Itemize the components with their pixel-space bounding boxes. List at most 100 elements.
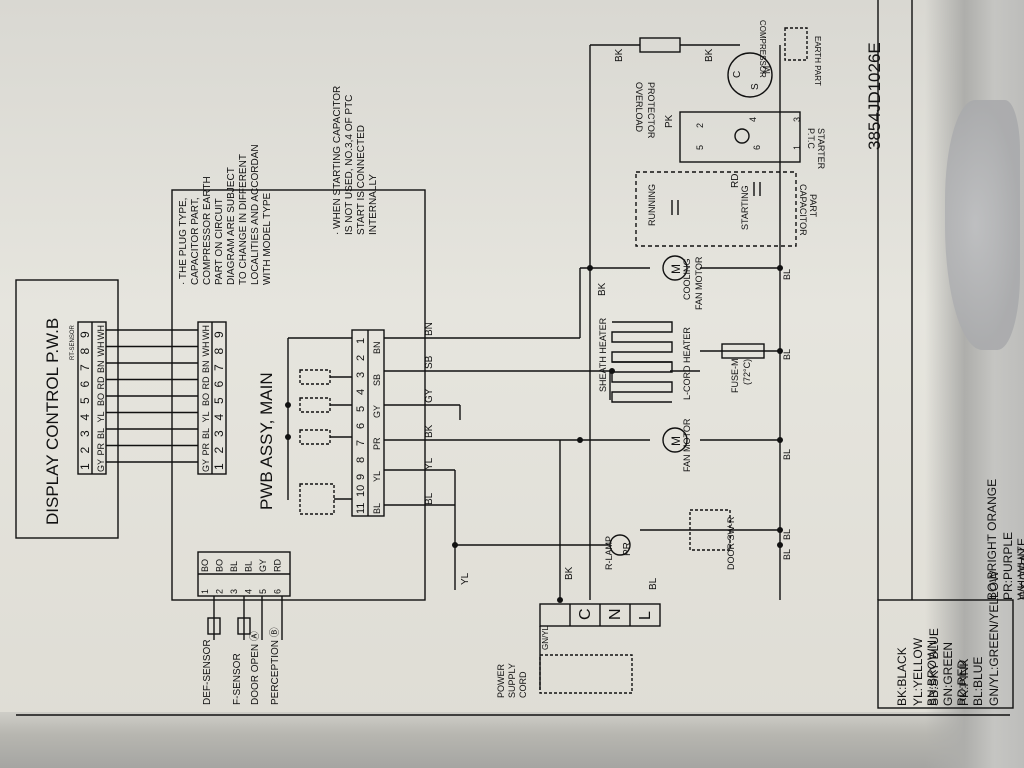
- wire-label: YL: [460, 572, 471, 585]
- note-line: CAPACITOR PART,: [190, 197, 201, 285]
- legend-item: PR:PURPLE: [1001, 532, 1015, 600]
- wire-label: BN: [424, 322, 435, 336]
- main-conn-color: YL: [201, 411, 211, 422]
- display-conn-num: 3: [78, 430, 92, 437]
- main-conn-color: BN: [201, 360, 211, 373]
- relay-conn-num: 6: [355, 423, 367, 429]
- display-conn-num: 4: [78, 414, 92, 421]
- sensor-conn-num: 1: [200, 589, 210, 594]
- terminal-label: C: [577, 608, 594, 620]
- legend-item: BL:BLUE: [971, 657, 985, 706]
- sensor-conn-num: 4: [244, 589, 254, 594]
- ptc-num: 1: [792, 145, 802, 150]
- legend-item: GN/YL:GREEN/YELLOW: [987, 570, 1001, 706]
- display-conn-color: BN: [96, 360, 106, 373]
- wire-label: BL: [424, 492, 435, 505]
- display-conn-color: GY: [96, 459, 106, 472]
- wire-label: BK: [614, 48, 625, 62]
- relay-conn-color: GY: [372, 405, 382, 418]
- display-pwb-box: [15, 279, 119, 539]
- cooling-fan-label: COOLING: [682, 258, 692, 300]
- legend-item: SB:SKY BLUE: [927, 628, 941, 706]
- sensor-conn-num: 5: [258, 589, 268, 594]
- paper-bottom-edge: [0, 712, 1024, 768]
- sensor-conn-num: 3: [229, 589, 239, 594]
- legend-item: GY:GRAY: [1017, 547, 1024, 600]
- relay-conn-num: 7: [355, 440, 367, 446]
- motor-symbol: M: [669, 436, 683, 446]
- display-conn-num: 2: [78, 447, 92, 454]
- wire-label: GY: [424, 388, 435, 403]
- main-conn-color: RD: [201, 376, 211, 389]
- lcord-heater-label: L-CORD HEATER: [682, 327, 692, 400]
- relay-conn-num: 8: [355, 457, 367, 463]
- sensor-label: F-SENSOR: [232, 653, 243, 705]
- relay-conn-num: 2: [355, 355, 367, 361]
- main-conn-num: 6: [212, 381, 226, 388]
- display-conn-color: WH: [96, 342, 106, 357]
- display-conn-color: BL: [96, 428, 106, 439]
- display-conn-num: 1: [78, 463, 92, 470]
- wire-label: BL: [782, 269, 792, 280]
- wire-label: BK: [704, 48, 715, 62]
- note-line: START IS CONNECTED: [356, 125, 367, 235]
- sensor-conn-color: BL: [229, 561, 239, 572]
- terminal-label: N: [607, 608, 624, 620]
- sensor-conn-color: BO: [215, 559, 225, 572]
- sensor-conn-color: GY: [258, 559, 268, 572]
- rt-sensor-label: RT-SENSOR: [70, 324, 76, 360]
- ptc-num: 4: [748, 117, 758, 122]
- note-line: WITH MODEL TYPE: [262, 192, 273, 285]
- display-conn-num: 7: [78, 364, 92, 371]
- note-line: DIAGRAM ARE SUBJECT: [226, 167, 237, 285]
- legend-item: GN:GREEN: [941, 642, 955, 706]
- compressor-label: COMPRESSOR: [758, 20, 767, 78]
- main-pwb-box: [171, 189, 426, 601]
- relay-conn-color: BN: [372, 341, 382, 354]
- relay-conn-num: 5: [355, 406, 367, 412]
- wire-label: PK: [664, 114, 675, 128]
- legend-item: RD:RED: [955, 660, 969, 706]
- main-conn-color: BL: [201, 428, 211, 439]
- ptc-num: 2: [695, 123, 705, 128]
- display-conn-num: 5: [78, 397, 92, 404]
- main-conn-color: WH: [201, 325, 211, 340]
- legend-item: BO:BRIGHT ORANGE: [985, 479, 999, 600]
- capacitor-label: PART: [808, 194, 818, 218]
- overload-label: OVERLOAD: [634, 82, 644, 133]
- note-line: COMPRESSOR EARTH: [202, 176, 213, 285]
- relay-conn-num: 3: [355, 372, 367, 378]
- compressor-terminal: C: [732, 71, 743, 78]
- legend-item: BK:BLACK: [895, 647, 909, 706]
- display-conn-color: PR: [96, 442, 106, 455]
- note-line: INTERNALLY: [368, 174, 379, 235]
- note-line: PART ON CIRCUIT: [214, 198, 225, 285]
- main-conn-color: PR: [201, 442, 211, 455]
- sensor-conn-num: 6: [273, 589, 283, 594]
- ptc-label: STARTER: [816, 128, 826, 170]
- main-pwb-title: PWB ASSY, MAIN: [257, 372, 276, 510]
- sensor-conn-color: BO: [200, 559, 210, 572]
- main-conn-color: BO: [201, 393, 211, 406]
- note-line: TO CHANGE IN DIFFERENT: [238, 154, 249, 285]
- legend-item: PK:PINK: [957, 659, 971, 706]
- note-line: LOCALITIES AND ACCORDAN: [250, 144, 261, 285]
- gnyl-label: GN/YL: [541, 625, 550, 650]
- earth-label: EARTH PART: [813, 36, 822, 86]
- relay-conn-num: 11: [355, 503, 367, 514]
- capacitor-label: CAPACITOR: [798, 184, 808, 236]
- relay-conn-color: BL: [372, 503, 382, 514]
- note-line: · WHEN STARTING CAPACITOR: [332, 86, 343, 235]
- sensor-label: DEF-SENSOR: [202, 639, 213, 705]
- wire-label: RD: [730, 174, 741, 188]
- relay-conn-color: PR: [372, 437, 382, 450]
- wire-label: YL: [424, 457, 435, 470]
- sensor-conn-color: RD: [273, 559, 283, 572]
- wire-label: SB: [424, 355, 435, 369]
- main-conn-color: GY: [201, 459, 211, 472]
- relay-conn-num: 9: [355, 474, 367, 480]
- fuse-label: FUSE-M: [730, 359, 740, 394]
- power-cord-label: POWER: [496, 663, 506, 698]
- ptc-num: 6: [752, 145, 762, 150]
